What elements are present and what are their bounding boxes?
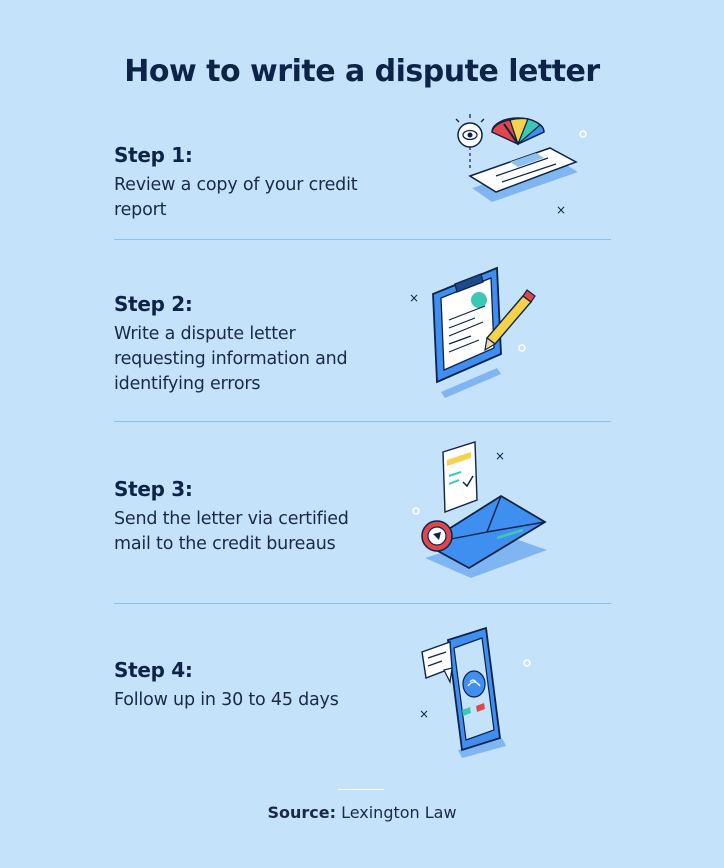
step-4-line-1: Follow up in 30 to 45 days (114, 690, 339, 710)
phone-call-icon: × (419, 626, 531, 758)
step-1-line-1: Review a copy of your credit report (114, 175, 358, 220)
step-4-label: Step 4: (114, 658, 193, 682)
svg-text:×: × (419, 707, 429, 721)
svg-text:×: × (495, 449, 505, 463)
svg-text:×: × (556, 203, 566, 217)
step-2: Step 2: Write a dispute letter requestin… (114, 292, 414, 397)
step-2-label: Step 2: (114, 292, 193, 316)
source-credit: Source: Lexington Law (0, 803, 724, 822)
step-3: Step 3: Send the letter via certified ma… (114, 477, 414, 557)
step-2-line-1: Write a dispute letter (114, 324, 296, 344)
step-4-text: Follow up in 30 to 45 days (114, 688, 414, 713)
step-1: Step 1: Review a copy of your credit rep… (114, 143, 414, 223)
source-value: Lexington Law (341, 803, 457, 822)
divider-1 (114, 239, 611, 240)
divider-2 (114, 421, 611, 422)
divider-3 (114, 603, 611, 604)
clipboard-pencil-icon: × (409, 266, 536, 398)
step-2-text: Write a dispute letter requesting inform… (114, 322, 414, 397)
step-2-line-3: identifying errors (114, 374, 261, 394)
step-3-line-2: mail to the credit bureaus (114, 534, 336, 554)
step-3-text: Send the letter via certified mail to th… (114, 507, 414, 557)
step-3-line-1: Send the letter via certified (114, 509, 349, 529)
page-title: How to write a dispute letter (124, 54, 600, 89)
credit-report-icon: × (455, 114, 587, 217)
step-4: Step 4: Follow up in 30 to 45 days (114, 658, 414, 713)
step-1-text: Review a copy of your credit report (114, 173, 414, 223)
envelope-seal-icon: × (412, 441, 547, 578)
step-3-label: Step 3: (114, 477, 193, 501)
svg-text:×: × (409, 291, 419, 305)
source-label: Source: (267, 803, 336, 822)
step-2-line-2: requesting information and (114, 349, 348, 369)
step-1-label: Step 1: (114, 143, 193, 167)
footer-rule (338, 789, 384, 790)
